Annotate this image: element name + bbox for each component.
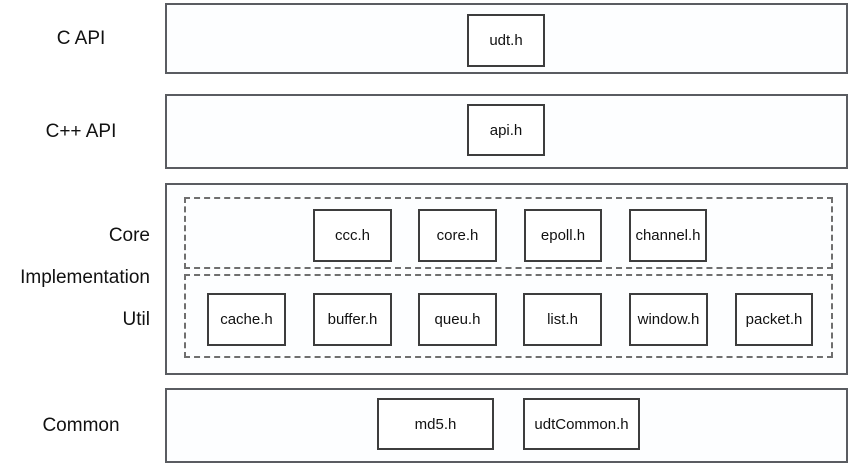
layer-label-core: Core [108,225,150,246]
layer-label-common: Common [42,414,120,436]
band-common [165,388,848,463]
box-queu-h: queu.h [418,293,497,346]
box-udt-h: udt.h [467,14,545,67]
box-api-h: api.h [467,104,545,156]
layer-label-util: Util [122,309,150,330]
group-core [184,197,833,269]
box-udtcommon-h: udtCommon.h [523,398,640,450]
box-packet-h: packet.h [735,293,813,346]
layer-label-cpp-api: C++ API [45,120,117,142]
box-md5-h: md5.h [377,398,494,450]
box-ccc-h: ccc.h [313,209,392,262]
box-core-h: core.h [418,209,497,262]
box-buffer-h: buffer.h [313,293,392,346]
box-window-h: window.h [629,293,708,346]
box-epoll-h: epoll.h [524,209,602,262]
box-channel-h: channel.h [629,209,707,262]
group-util [184,274,833,358]
box-cache-h: cache.h [207,293,286,346]
layer-label-implementation-block: Core Implementation Util [0,215,150,341]
box-list-h: list.h [523,293,602,346]
layer-label-c-api: C API [56,27,106,49]
layer-label-implementation: Implementation [20,267,150,288]
